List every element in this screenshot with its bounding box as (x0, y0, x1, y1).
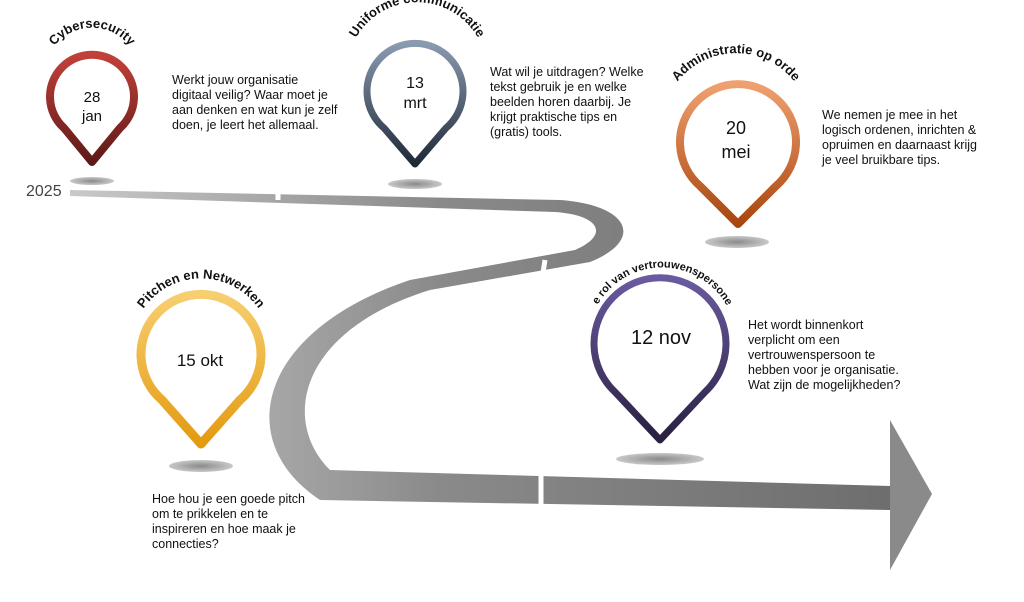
pin-date: 12 nov (631, 327, 691, 349)
year-label-curve: 2025 (561, 262, 593, 284)
pin-date-day: 20 (726, 118, 746, 138)
timeline-arrow-head (890, 420, 932, 570)
description-line: connecties? (152, 537, 219, 551)
pin-date-month: mei (721, 142, 750, 162)
description-line: Werkt jouw organisatie (172, 73, 299, 87)
road-gaps (275, 188, 548, 504)
pin-title-administratie-op-orde: Administratie op orde (668, 41, 803, 84)
description-line: beelden horen daarbij. Je (490, 95, 632, 109)
timeline-road (70, 190, 890, 510)
pin-cybersecurity: Cybersecurity 28 jan (45, 16, 139, 166)
pin-date-month: jan (81, 108, 102, 125)
description-line: opruimen en daarnaast krijg (822, 138, 977, 152)
description-line: (gratis) tools. (490, 125, 563, 139)
description-administratie-op-orde: We nemen je mee in het logisch ordenen, … (822, 108, 977, 168)
pin-date-day: 13 (406, 75, 424, 92)
pin-title-pitchen-en-netwerken: Pitchen en Netwerken (134, 266, 268, 310)
pin-title-de-rol-van-vertrouwenspersonen: De rol van vertrouwenspersonen (0, 0, 735, 307)
pin-administratie-op-orde: Administratie op orde 20 mei (668, 41, 804, 228)
description-de-rol-van-vertrouwenspersonen: Het wordt binnenkort verplicht om een ve… (748, 318, 900, 393)
description-line: logisch ordenen, inrichten & (822, 123, 977, 137)
description-line: inspireren en hoe maak je (152, 522, 296, 536)
pin-title-uniforme-communicatie: Uniforme communicatie (346, 0, 489, 40)
year-label-start: 2025 (26, 183, 62, 200)
description-uniforme-communicatie: Wat wil je uitdragen? Welke tekst gebrui… (490, 65, 644, 140)
description-line: doen, je leert het allemaal. (172, 118, 319, 132)
description-line: vertrouwenspersoon te (748, 348, 876, 362)
pin-date-month: mrt (403, 95, 427, 112)
description-line: aan denken en wat kun je zelf (172, 103, 338, 117)
description-line: We nemen je mee in het (822, 108, 958, 122)
description-line: tekst gebruik je en welke (490, 80, 627, 94)
description-line: verplicht om een (748, 333, 840, 347)
description-line: krijgt praktische tips en (490, 110, 618, 124)
pin-uniforme-communicatie: Uniforme communicatie 13 mrt (346, 0, 489, 168)
description-line: Wat wil je uitdragen? Welke (490, 65, 644, 79)
description-cybersecurity: Werkt jouw organisatie digitaal veilig? … (172, 73, 337, 133)
pin-pitchen-en-netwerken: Pitchen en Netwerken 15 okt (134, 266, 268, 449)
description-pitchen-en-netwerken: Hoe hou je een goede pitch om te prikkel… (152, 492, 305, 552)
pin-date-day: 28 (84, 89, 101, 106)
description-line: hebben voor je organisatie. (748, 363, 899, 377)
pin-shadows (70, 177, 769, 472)
description-line: Het wordt binnenkort (748, 318, 864, 332)
pin-date: 15 okt (177, 351, 224, 370)
description-line: je veel bruikbare tips. (822, 153, 941, 167)
description-line: Hoe hou je een goede pitch (152, 492, 305, 506)
description-line: om te prikkelen en te (152, 507, 269, 521)
description-line: digitaal veilig? Waar moet je (172, 88, 328, 102)
pin-title-cybersecurity: Cybersecurity (45, 16, 139, 49)
description-line: Wat zijn de mogelijkheden? (748, 378, 901, 392)
